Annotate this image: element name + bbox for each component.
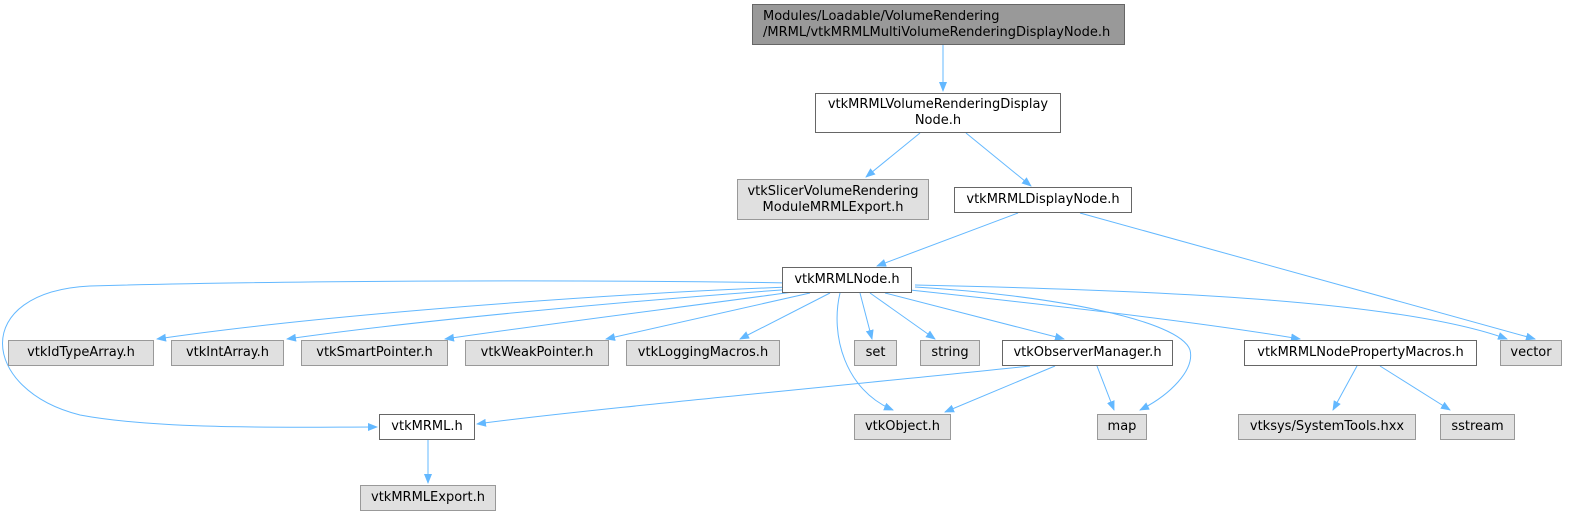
node-node-property-macros[interactable]: vtkMRMLNodePropertyMacros.h <box>1244 340 1477 366</box>
node-vrdn-line1: vtkMRMLVolumeRenderingDisplay <box>827 97 1049 112</box>
node-focus-line2: /MRML/vtkMRMLMultiVolumeRenderingDisplay… <box>763 24 1111 40</box>
edge-mrml-node-to-vector <box>914 284 1508 340</box>
edge-vrdn-to-slicer-export <box>865 132 921 178</box>
edge-vrdn-to-display-node <box>965 132 1032 187</box>
edge-node-property-macros-to-system-tools <box>1332 365 1358 411</box>
node-system-tools: vtksys/SystemTools.hxx <box>1238 414 1416 440</box>
edge-observer-manager-to-map <box>1096 365 1115 411</box>
node-weak-pointer: vtkWeakPointer.h <box>465 340 609 366</box>
node-vector: vector <box>1500 340 1562 366</box>
node-smart-pointer: vtkSmartPointer.h <box>301 340 448 366</box>
node-focus-line1: Modules/Loadable/VolumeRendering <box>763 8 1000 24</box>
edge-mrml-node-to-set <box>859 292 874 340</box>
edge-observer-manager-to-object <box>944 365 1056 413</box>
edge-mrml-node-to-id-type-array <box>156 286 791 342</box>
node-slicer-export-line2: ModuleMRMLExport.h <box>762 199 904 215</box>
node-observer-manager[interactable]: vtkObserverManager.h <box>1002 340 1173 366</box>
edge-mrml-node-to-mrml-h <box>2 280 791 432</box>
node-slicer-export-line1: vtkSlicerVolumeRendering <box>747 183 919 199</box>
node-object: vtkObject.h <box>854 414 951 440</box>
node-map: map <box>1097 414 1147 440</box>
node-string: string <box>920 340 980 366</box>
edge-node-property-macros-to-sstream <box>1379 365 1451 411</box>
edge-mrml-node-to-map <box>914 286 1192 411</box>
edge-mrml-node-to-object <box>836 292 894 411</box>
node-id-type-array: vtkIdTypeArray.h <box>8 340 154 366</box>
node-set: set <box>854 340 897 366</box>
node-slicer-volume-rendering-export: vtkSlicerVolumeRendering ModuleMRMLExpor… <box>737 179 929 220</box>
edge-display-node-to-mrml-node <box>876 212 1019 267</box>
node-sstream: sstream <box>1440 414 1515 440</box>
node-focus-header: Modules/Loadable/VolumeRendering /MRML/v… <box>752 4 1125 45</box>
edge-display-node-to-vector <box>1079 212 1536 341</box>
node-logging-macros: vtkLoggingMacros.h <box>626 340 780 366</box>
edge-mrml-node-to-node-property-macros <box>909 289 1301 342</box>
edge-mrml-node-to-weak-pointer <box>605 292 811 341</box>
edge-mrml-node-to-observer-manager <box>884 292 1065 341</box>
edge-mrml-node-to-int-array <box>286 288 796 342</box>
node-int-array: vtkIntArray.h <box>171 340 284 366</box>
edge-mrml-node-to-smart-pointer <box>444 290 801 342</box>
node-mrml-node[interactable]: vtkMRMLNode.h <box>782 267 912 293</box>
edge-observer-manager-to-mrml-h <box>476 365 1031 427</box>
node-vrdn-line2: Node.h <box>914 113 962 128</box>
edge-mrml-node-to-string <box>869 292 936 340</box>
node-mrml-export: vtkMRMLExport.h <box>360 485 496 511</box>
node-display-node[interactable]: vtkMRMLDisplayNode.h <box>954 187 1132 213</box>
node-volume-rendering-display-node[interactable]: vtkMRMLVolumeRenderingDisplay Node.h <box>815 93 1061 133</box>
edge-mrml-node-to-logging-macros <box>739 292 831 340</box>
node-mrml-h[interactable]: vtkMRML.h <box>379 414 475 440</box>
